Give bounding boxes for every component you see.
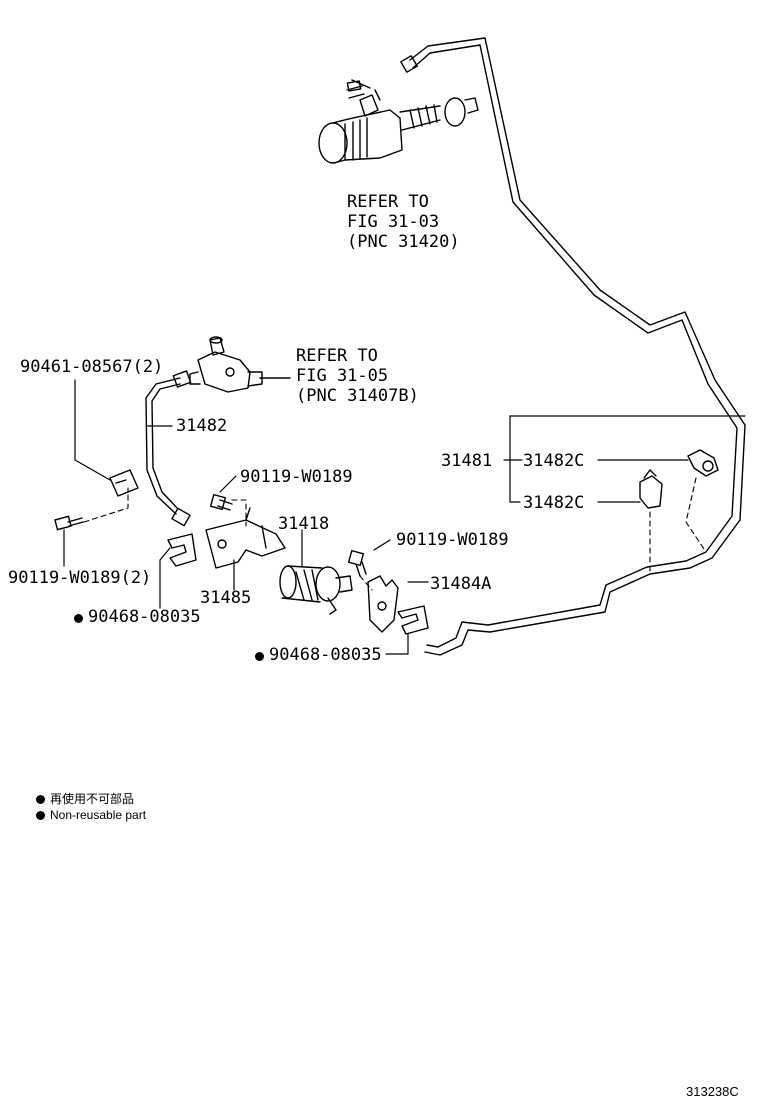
refer-fig-31-03-line1: REFER TO <box>347 192 429 212</box>
dashed-lines <box>83 477 707 591</box>
release-cylinder <box>279 565 353 615</box>
label-90468-08035-left: 90468-08035 <box>74 607 201 627</box>
non-reusable-dot-icon <box>255 652 264 661</box>
bracket-31485 <box>205 507 286 569</box>
figure-code: 313238C <box>686 1084 739 1099</box>
bolt-mid <box>347 549 367 577</box>
label-90468-08035-right: 90468-08035 <box>255 645 382 665</box>
flexible-hose <box>145 370 192 527</box>
refer-fig-31-03-line3: (PNC 31420) <box>347 232 460 252</box>
union-fitting <box>189 336 291 393</box>
legend-note-jp: 再使用不可部品 <box>36 790 134 807</box>
label-90119-w0189-left: 90119-W0189(2) <box>8 568 152 588</box>
bracket-31484a <box>367 575 399 633</box>
label-90119-w0189-mid: 90119-W0189 <box>396 530 509 550</box>
label-31482: 31482 <box>176 416 228 436</box>
label-31482c-top: 31482C <box>523 451 585 471</box>
refer-fig-31-03-line2: FIG 31-03 <box>347 212 440 232</box>
clamp-31482c-top <box>687 449 719 477</box>
label-31485: 31485 <box>200 588 252 608</box>
label-31418: 31418 <box>278 514 330 534</box>
bolt-left <box>54 515 84 531</box>
non-reusable-dot-icon <box>74 614 83 623</box>
label-90461-08567: 90461-08567(2) <box>20 357 164 377</box>
clamp-31482c-bottom <box>639 469 663 509</box>
label-90119-w0189-top: 90119-W0189 <box>240 467 353 487</box>
bolt-top <box>209 493 233 511</box>
clip-90468-right <box>397 605 429 635</box>
label-31484a: 31484A <box>430 574 492 594</box>
clip-90461 <box>109 469 139 497</box>
leader-lines <box>63 379 746 655</box>
clip-90468-left <box>167 533 197 567</box>
label-31482c-bottom: 31482C <box>523 493 585 513</box>
master-cylinder <box>318 55 479 164</box>
bullet-dot-icon <box>36 795 45 804</box>
refer-fig-31-05-line1: REFER TO <box>296 346 378 366</box>
bullet-dot-icon <box>36 811 45 820</box>
legend-note-en: Non-reusable part <box>36 808 146 822</box>
label-31481: 31481 <box>441 451 493 471</box>
refer-fig-31-05-line2: FIG 31-05 <box>296 366 389 386</box>
refer-fig-31-05-line3: (PNC 31407B) <box>296 386 419 406</box>
clutch-tube <box>409 37 746 656</box>
